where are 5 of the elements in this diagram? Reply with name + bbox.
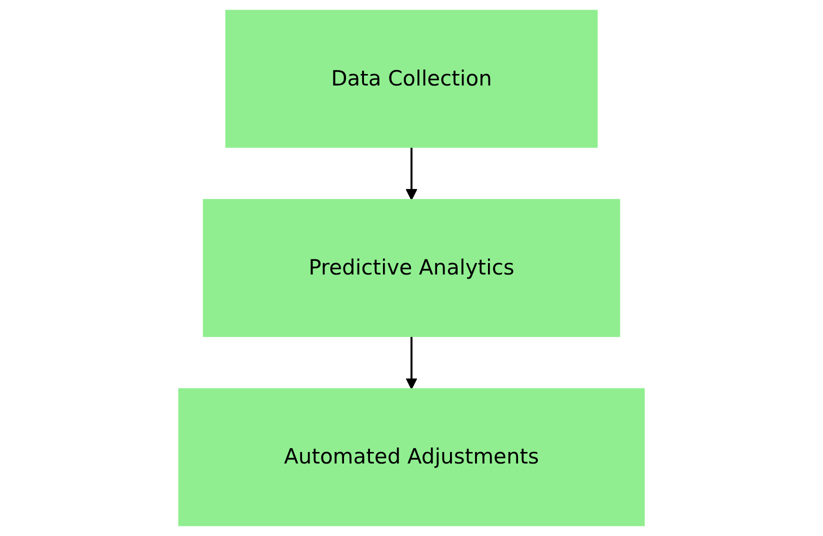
node-box: Data Collection xyxy=(225,10,598,148)
node-box: Automated Adjustments xyxy=(178,388,645,526)
node-box: Predictive Analytics xyxy=(202,199,620,337)
arrow xyxy=(406,336,418,390)
arrow xyxy=(406,147,418,200)
